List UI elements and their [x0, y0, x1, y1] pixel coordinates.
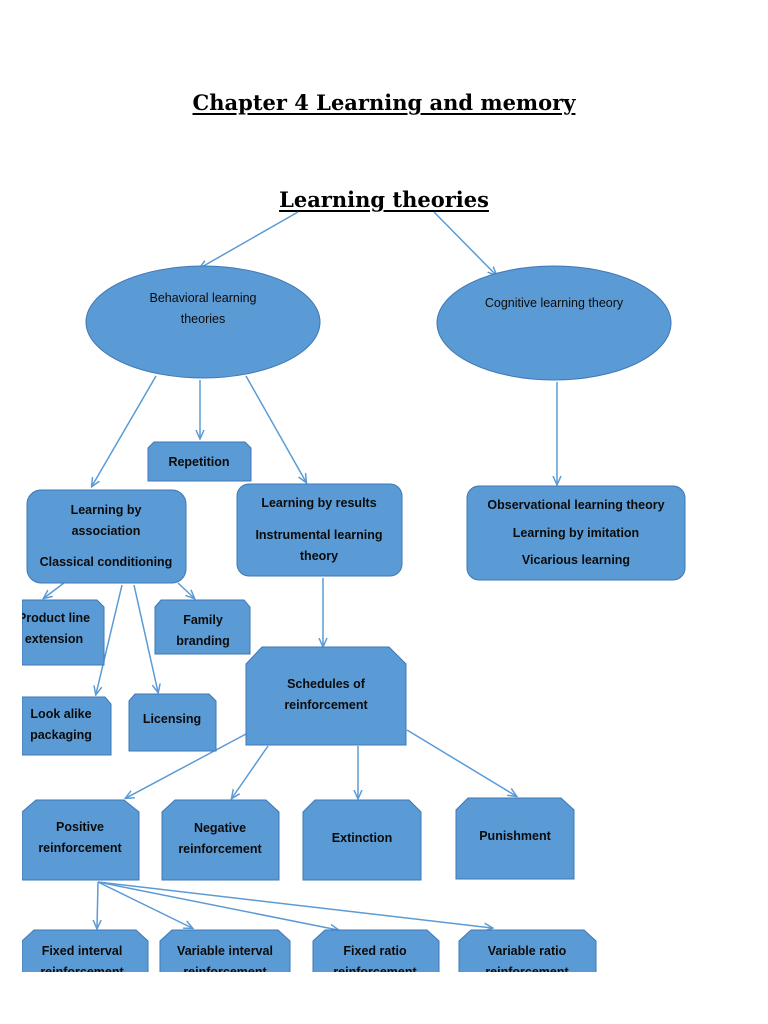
schedules-of-reinforcement-node — [245, 646, 407, 746]
learning-by-association-node — [26, 489, 187, 584]
family-branding-label-2: branding — [176, 634, 229, 648]
observational-label-1: Observational learning theory — [487, 498, 664, 512]
behavioral-theories-node — [85, 265, 321, 379]
arrow-association-to-licensing — [133, 584, 158, 692]
behavioral-label-1: Behavioral learning — [149, 291, 256, 305]
arrow-association-to-look-alike — [96, 584, 123, 694]
cognitive-label: Cognitive learning theory — [485, 296, 624, 310]
look-alike-packaging-node — [22, 696, 112, 756]
variable-ratio-label-1: Variable ratio — [488, 944, 567, 958]
association-label-2: association — [72, 524, 141, 538]
results-label-1: Learning by results — [261, 496, 376, 510]
positive-label-1: Positive — [56, 820, 104, 834]
association-label-3: Classical conditioning — [40, 555, 173, 569]
arrow-positive-to-fixed-interval — [97, 881, 98, 928]
fixed-interval-label-2: reinforcement — [40, 965, 124, 979]
repetition-label: Repetition — [168, 455, 229, 469]
product-line-label-2: extension — [25, 632, 83, 646]
main-title: Learning theories — [279, 187, 489, 212]
schedules-label-1: Schedules of — [287, 677, 366, 691]
punishment-label: Punishment — [479, 829, 551, 843]
product-line-label-1: Product line — [18, 611, 90, 625]
extinction-label: Extinction — [332, 831, 392, 845]
learning-by-results-node — [236, 483, 403, 577]
variable-interval-label-2: reinforcement — [183, 965, 267, 979]
arrow-schedules-to-positive — [126, 733, 247, 798]
arrow-positive-to-variable-interval — [97, 881, 192, 928]
licensing-label: Licensing — [143, 712, 201, 726]
arrow-positive-to-fixed-ratio — [97, 881, 338, 930]
results-label-3: theory — [300, 549, 338, 563]
fixed-ratio-label-1: Fixed ratio — [343, 944, 407, 958]
observational-label-3: Vicarious learning — [522, 553, 630, 567]
variable-interval-label-1: Variable interval — [177, 944, 273, 958]
extinction-node — [302, 799, 422, 881]
family-branding-label-1: Family — [183, 613, 223, 627]
fixed-interval-reinforcement-node — [22, 929, 149, 972]
negative-label-2: reinforcement — [178, 842, 262, 856]
positive-reinforcement-node — [22, 799, 140, 881]
positive-label-2: reinforcement — [38, 841, 122, 855]
arrow-schedules-to-punishment — [406, 729, 516, 796]
arrow-schedules-to-negative — [232, 745, 269, 798]
arrow-title-to-behavioral — [200, 211, 299, 268]
negative-reinforcement-node — [161, 799, 280, 881]
chapter-title: Chapter 4 Learning and memory — [192, 90, 576, 115]
arrow-behavioral-to-association — [92, 375, 157, 486]
connectors — [44, 211, 557, 930]
family-branding-node — [154, 599, 251, 655]
fixed-interval-label-1: Fixed interval — [42, 944, 123, 958]
variable-ratio-label-2: reinforcement — [485, 965, 569, 979]
observational-label-2: Learning by imitation — [513, 526, 639, 540]
negative-label-1: Negative — [194, 821, 246, 835]
arrow-positive-to-variable-ratio — [97, 881, 492, 928]
punishment-node — [455, 797, 575, 880]
behavioral-label-2: theories — [181, 312, 225, 326]
arrow-title-to-cognitive — [433, 211, 496, 275]
licensing-node — [128, 693, 217, 752]
variable-interval-reinforcement-node — [159, 929, 291, 972]
fixed-ratio-reinforcement-node — [312, 929, 440, 972]
arrow-behavioral-to-results — [245, 375, 306, 482]
cognitive-theory-node — [436, 265, 672, 381]
observational-learning-node — [466, 485, 686, 581]
repetition-node — [147, 441, 252, 482]
product-line-extension-node — [22, 599, 105, 666]
arrow-association-to-product-line — [44, 582, 65, 598]
fixed-ratio-label-2: reinforcement — [333, 965, 417, 979]
association-label-1: Learning by — [71, 503, 142, 517]
look-alike-label-1: Look alike — [30, 707, 91, 721]
results-label-2: Instrumental learning — [255, 528, 382, 542]
schedules-label-2: reinforcement — [284, 698, 368, 712]
variable-ratio-reinforcement-node — [458, 929, 597, 972]
look-alike-label-2: packaging — [30, 728, 92, 742]
arrow-association-to-family — [177, 582, 194, 598]
